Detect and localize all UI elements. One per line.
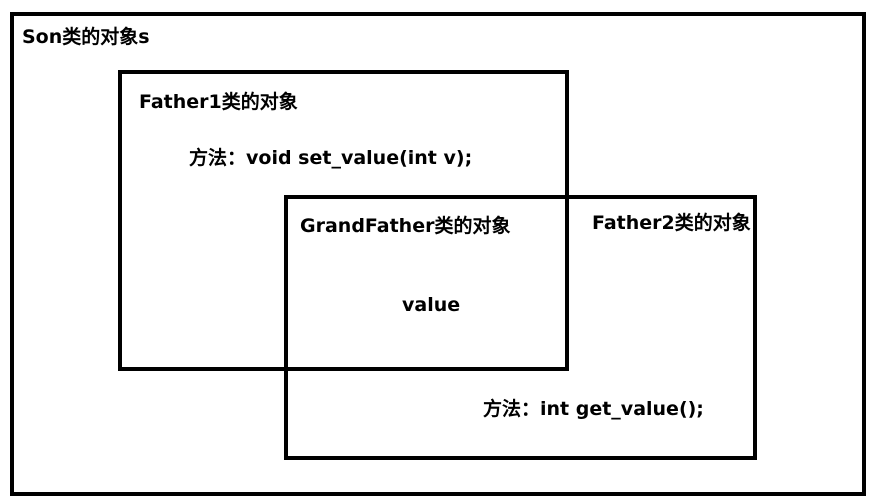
- grandfather-object-title: GrandFather类的对象: [300, 215, 511, 237]
- son-object-title: Son类的对象s: [22, 26, 150, 48]
- grandfather-member-value: value: [402, 294, 461, 316]
- father2-object-title: Father2类的对象: [592, 212, 751, 234]
- son-object-box: [10, 12, 866, 496]
- father1-object-box: [118, 70, 569, 371]
- father2-method-label: 方法：int get_value();: [483, 398, 704, 420]
- father2-object-box: [284, 195, 757, 460]
- father1-object-title: Father1类的对象: [139, 91, 298, 113]
- father1-method-label: 方法：void set_value(int v);: [189, 147, 473, 169]
